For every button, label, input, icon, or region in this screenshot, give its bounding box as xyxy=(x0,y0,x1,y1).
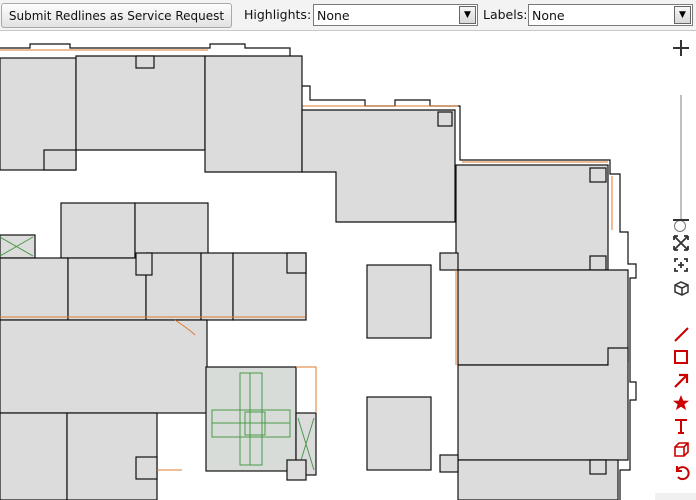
room[interactable] xyxy=(0,319,208,414)
line-icon xyxy=(674,327,689,342)
undo-icon xyxy=(676,466,690,481)
room[interactable] xyxy=(67,257,147,321)
zoom-in-button[interactable] xyxy=(668,37,694,59)
highlights-label: Highlights: xyxy=(244,7,312,22)
room[interactable] xyxy=(366,396,432,471)
column xyxy=(286,459,307,481)
full-extent-button[interactable] xyxy=(668,232,694,254)
room[interactable] xyxy=(0,257,69,321)
room[interactable] xyxy=(457,269,629,366)
outer-wall xyxy=(0,43,637,500)
star-icon xyxy=(673,395,689,410)
column xyxy=(589,255,607,271)
zoom-box-button[interactable] xyxy=(668,254,694,276)
column xyxy=(135,55,155,69)
labels-value: None xyxy=(532,8,565,23)
map-tools-panel xyxy=(668,37,694,497)
labels-label: Labels: xyxy=(483,7,528,22)
room[interactable] xyxy=(204,55,303,173)
zoom-out-button[interactable] xyxy=(668,209,694,231)
column xyxy=(135,456,158,480)
room[interactable] xyxy=(301,109,456,223)
room[interactable] xyxy=(134,202,209,259)
rectangle-icon xyxy=(674,350,688,364)
full-extent-icon xyxy=(673,235,689,251)
toolbar: Submit Redlines as Service Request Highl… xyxy=(0,0,696,31)
column xyxy=(589,167,607,183)
submit-redlines-button[interactable]: Submit Redlines as Service Request xyxy=(1,3,232,28)
3d-box-icon xyxy=(674,442,689,457)
column xyxy=(135,252,153,276)
undo-button[interactable] xyxy=(668,461,694,483)
floor-plan-map[interactable] xyxy=(0,31,696,500)
chevron-down-icon[interactable]: ▼ xyxy=(674,6,691,24)
redline-arrow-button[interactable] xyxy=(668,369,694,391)
redline-path xyxy=(0,49,613,230)
room[interactable] xyxy=(455,164,609,271)
text-icon xyxy=(675,419,687,434)
floor-plan-drawing xyxy=(0,43,637,500)
column xyxy=(589,459,607,475)
room[interactable] xyxy=(366,264,432,339)
redline-text-button[interactable] xyxy=(668,415,694,437)
zoom-box-icon xyxy=(674,258,688,272)
column xyxy=(439,454,459,473)
zoom-slider-track[interactable] xyxy=(680,95,682,225)
room[interactable] xyxy=(145,252,202,321)
redline-star-button[interactable] xyxy=(668,392,694,414)
arrow-icon xyxy=(674,373,689,388)
column xyxy=(286,252,307,274)
map-corner xyxy=(655,493,696,500)
highlights-value: None xyxy=(317,8,350,23)
labels-select[interactable]: None ▼ xyxy=(528,4,693,26)
chevron-down-icon[interactable]: ▼ xyxy=(459,6,476,24)
3d-view-icon xyxy=(674,281,689,296)
zoom-in-icon xyxy=(673,40,689,56)
3d-view-button[interactable] xyxy=(668,277,694,299)
room[interactable] xyxy=(75,55,206,151)
stair-core xyxy=(205,366,297,472)
room[interactable] xyxy=(457,347,629,461)
room[interactable] xyxy=(60,202,136,259)
highlights-select[interactable]: None ▼ xyxy=(313,4,478,26)
room[interactable] xyxy=(0,412,68,500)
room[interactable] xyxy=(43,149,77,171)
zoom-out-icon xyxy=(673,219,689,221)
redline-rectangle-button[interactable] xyxy=(668,346,694,368)
room[interactable] xyxy=(200,252,234,321)
redline-line-button[interactable] xyxy=(668,323,694,345)
column xyxy=(437,111,453,127)
redline-3d-box-button[interactable] xyxy=(668,438,694,460)
column xyxy=(439,252,459,271)
